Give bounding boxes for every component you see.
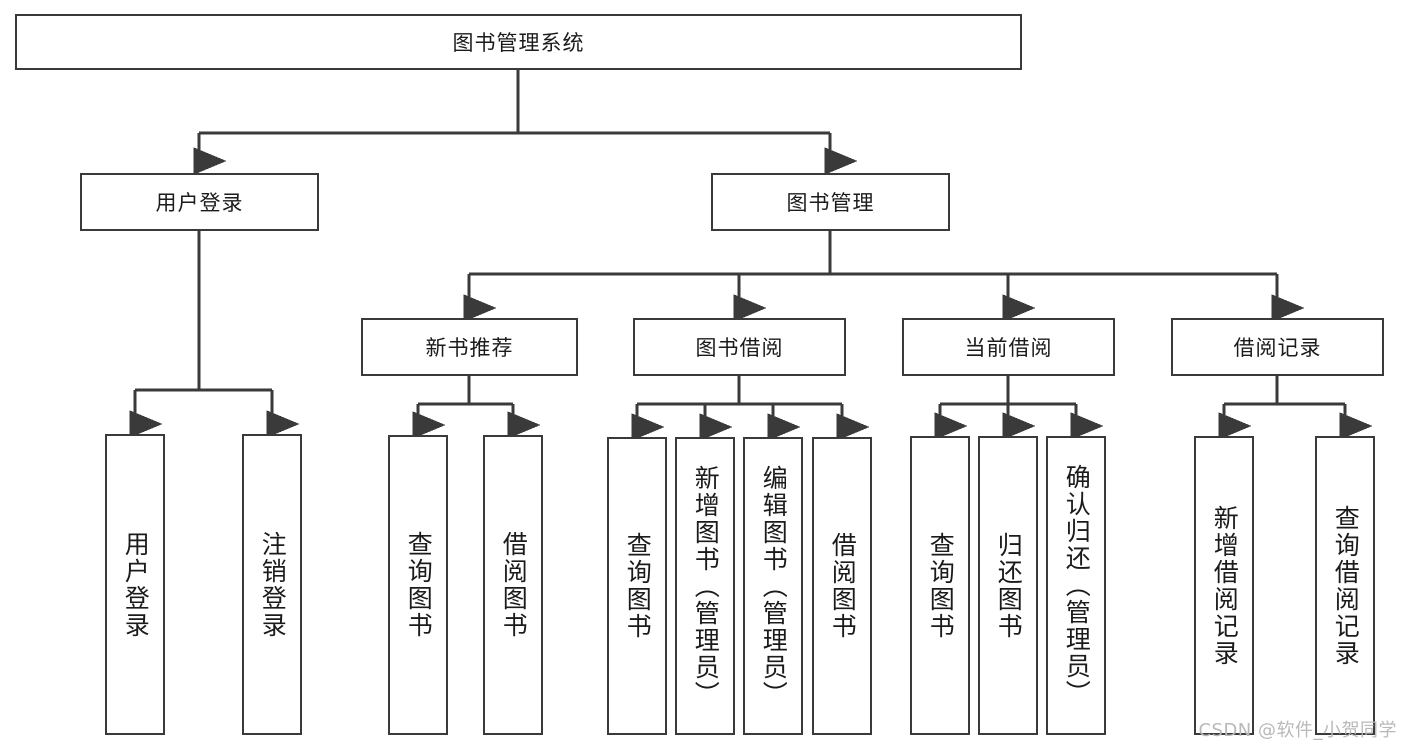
node-borrow-record[interactable]: 借阅记录 xyxy=(1171,318,1384,376)
leaf-borrow-record-1[interactable]: 新增借阅记录 xyxy=(1194,436,1254,735)
leaf-user-login-1-label: 用户登录 xyxy=(121,530,151,639)
leaf-new-book-2[interactable]: 借阅图书 xyxy=(483,435,543,735)
leaf-current-borrow-3[interactable]: 确认归还（管理员） xyxy=(1046,436,1106,735)
leaf-book-borrow-2-label: 新增图书（管理员） xyxy=(691,464,721,708)
leaf-user-login-1[interactable]: 用户登录 xyxy=(105,434,165,735)
leaf-user-login-2[interactable]: 注销登录 xyxy=(242,434,302,735)
node-user-login-label: 用户登录 xyxy=(155,191,244,215)
node-book-borrow[interactable]: 图书借阅 xyxy=(633,318,846,376)
node-book-management-label: 图书管理 xyxy=(786,191,875,215)
leaf-current-borrow-3-label: 确认归还（管理员） xyxy=(1062,464,1092,707)
leaf-borrow-record-1-label: 新增借阅记录 xyxy=(1210,504,1240,667)
node-root[interactable]: 图书管理系统 xyxy=(15,14,1022,70)
node-user-login[interactable]: 用户登录 xyxy=(80,173,319,231)
node-new-book-recommend[interactable]: 新书推荐 xyxy=(361,318,578,376)
leaf-user-login-2-label: 注销登录 xyxy=(258,530,288,639)
leaf-new-book-2-label: 借阅图书 xyxy=(499,531,529,639)
leaf-book-borrow-3-label: 编辑图书（管理员） xyxy=(759,464,789,708)
node-borrow-record-label: 借阅记录 xyxy=(1233,336,1322,360)
node-root-label: 图书管理系统 xyxy=(452,31,585,55)
node-book-management[interactable]: 图书管理 xyxy=(711,173,950,231)
leaf-current-borrow-1-label: 查询图书 xyxy=(926,531,956,640)
node-current-borrow[interactable]: 当前借阅 xyxy=(902,318,1115,376)
node-book-borrow-label: 图书借阅 xyxy=(695,336,784,360)
leaf-current-borrow-1[interactable]: 查询图书 xyxy=(910,436,970,735)
leaf-book-borrow-4[interactable]: 借阅图书 xyxy=(812,437,872,735)
leaf-borrow-record-2-label: 查询借阅记录 xyxy=(1331,504,1361,667)
leaf-current-borrow-2[interactable]: 归还图书 xyxy=(978,436,1038,735)
leaf-book-borrow-3[interactable]: 编辑图书（管理员） xyxy=(743,437,803,735)
leaf-borrow-record-2[interactable]: 查询借阅记录 xyxy=(1315,436,1375,735)
leaf-book-borrow-2[interactable]: 新增图书（管理员） xyxy=(675,437,735,735)
leaf-new-book-1[interactable]: 查询图书 xyxy=(388,435,448,735)
csdn-watermark: CSDN @软件_小贺同学 xyxy=(1198,720,1397,741)
leaf-book-borrow-1-label: 查询图书 xyxy=(623,532,653,640)
leaf-current-borrow-2-label: 归还图书 xyxy=(994,531,1024,640)
leaf-new-book-1-label: 查询图书 xyxy=(404,531,434,639)
leaf-book-borrow-1[interactable]: 查询图书 xyxy=(607,437,667,735)
leaf-book-borrow-4-label: 借阅图书 xyxy=(828,532,858,640)
node-current-borrow-label: 当前借阅 xyxy=(964,336,1053,360)
node-new-book-recommend-label: 新书推荐 xyxy=(425,336,514,360)
